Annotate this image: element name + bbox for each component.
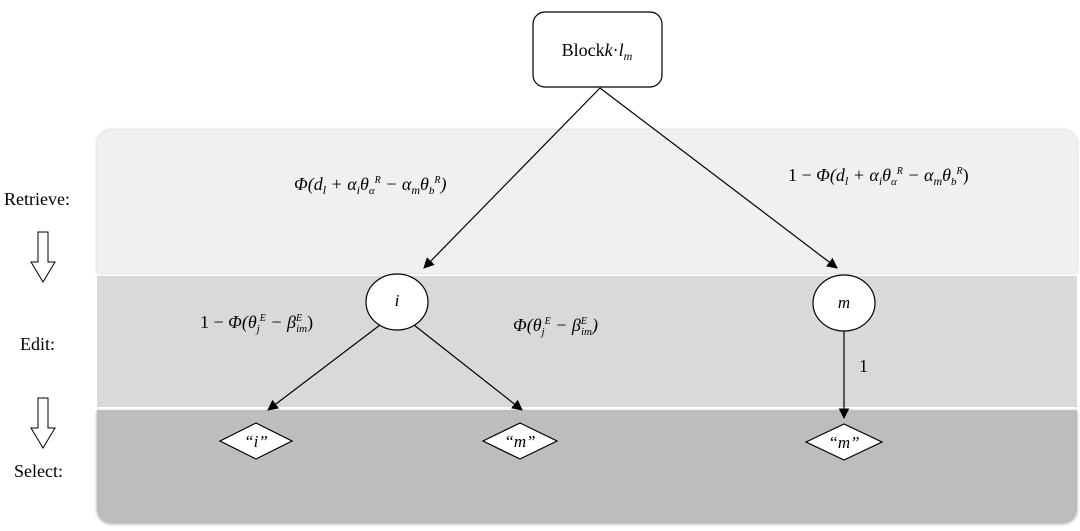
edit-stage-label: Edit: bbox=[20, 334, 55, 354]
select-node-m-right bbox=[804, 423, 884, 461]
select-node-i bbox=[218, 422, 294, 460]
edge-i-to-m bbox=[413, 324, 523, 411]
retrieve-stage-label: Retrieve: bbox=[4, 189, 70, 209]
select-stage-label: Select: bbox=[14, 461, 63, 481]
root-block-node bbox=[532, 11, 663, 88]
select-node-m-middle bbox=[481, 422, 559, 460]
edge-i-to-i bbox=[267, 324, 381, 411]
retrieve-band bbox=[97, 130, 1077, 273]
select-node-m-middle-label: “m” bbox=[504, 432, 535, 451]
select-node-m-right-label: “m” bbox=[828, 433, 859, 452]
down-arrow-icon bbox=[30, 231, 56, 283]
root-block-label: Blockk·lm bbox=[562, 40, 633, 63]
edge-root-to-i bbox=[423, 87, 601, 269]
edit-node-i bbox=[365, 273, 429, 331]
retrieve-prob-right: 1 − Φ(dl + αiθαR − αmθbR) bbox=[788, 165, 969, 188]
edge-root-to-m bbox=[599, 87, 838, 269]
select-node-i-label: “i” bbox=[244, 432, 268, 451]
edit-band bbox=[97, 276, 1077, 407]
edit-node-i-label: i bbox=[395, 291, 400, 310]
edit-prob-one: 1 bbox=[859, 356, 868, 376]
down-arrow-icon bbox=[30, 397, 56, 449]
retrieve-prob-left: Φ(dl + αiθαR − αmθbR) bbox=[294, 174, 446, 197]
edit-node-m-label: m bbox=[838, 293, 850, 312]
